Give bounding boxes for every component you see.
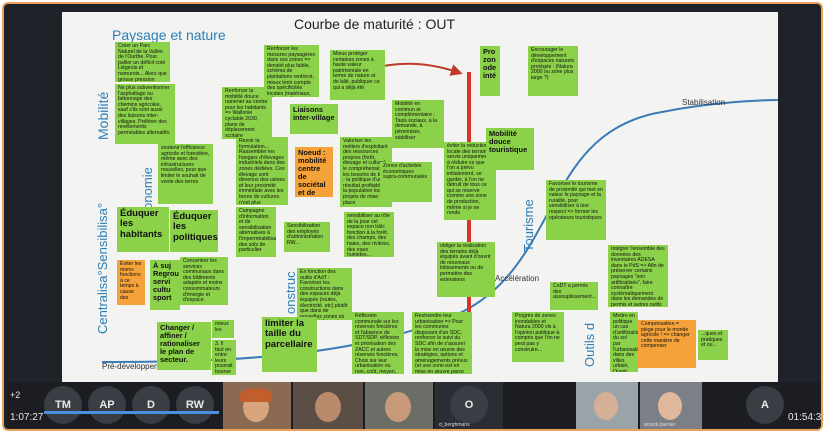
sticky-note[interactable]: Liaisons inter-village — [290, 104, 338, 134]
sticky-note[interactable]: obliger la réalisation des terrains déjà… — [437, 242, 495, 297]
label-paysage-nature: Paysage et nature — [112, 27, 226, 43]
sticky-note[interactable]: Mobilité en commun et complémentaire : T… — [392, 100, 444, 148]
sticky-note[interactable]: Réflexion communale sur les réserves fon… — [352, 312, 404, 374]
label-stabilisation: Stabilisation — [682, 98, 726, 107]
participant-avatar[interactable]: AP — [88, 386, 126, 424]
sticky-note[interactable]: ...ques et pratiques et ou... — [698, 330, 728, 360]
sticky-note[interactable]: Pro zon ode inté — [480, 46, 500, 96]
sticky-note[interactable]: Éduquer les habitants — [117, 207, 169, 252]
participants-strip: +2 1:07:27 TM AP D RW O d_berghmans anni… — [8, 382, 821, 429]
participant-avatar[interactable]: TM — [44, 386, 82, 424]
sticky-note[interactable]: Encourager le développement d'espaces na… — [528, 46, 578, 96]
label-pre-developpement: Pré-développement — [102, 362, 172, 371]
label-mobilite: Mobilité — [95, 91, 111, 140]
sticky-note[interactable]: sensibiliser au rôle de la joue cet espa… — [344, 212, 394, 257]
mouse-cursor-icon — [786, 227, 794, 235]
sticky-note[interactable]: Progrès de zones inondables et Natura 20… — [512, 312, 564, 362]
sticky-note[interactable]: soutenir l'efficience agricole et forest… — [158, 144, 213, 204]
sticky-note[interactable]: Éduquer les politiques — [170, 210, 218, 252]
sticky-note[interactable]: Ne plus subventionner l'asphaltage ou bé… — [115, 84, 175, 144]
sticky-note[interactable]: CoDT a permis des assouplissement... — [550, 282, 598, 310]
sticky-note[interactable]: Favoriser le tourisme de proximité qui m… — [546, 180, 606, 240]
left-badge: +2 — [10, 390, 21, 400]
sticky-note[interactable]: À suj Regrou servi cultu sport — [150, 260, 180, 310]
participant-video[interactable] — [223, 382, 291, 429]
time-left: 1:07:27 — [10, 412, 44, 423]
sticky-note[interactable]: Compensation = piège pour le monde agric… — [638, 320, 696, 368]
sticky-note[interactable]: Changer / affiner / rationaliser le plan… — [157, 322, 211, 370]
sticky-note[interactable]: En fonction des outils d'AdT : Favoriser… — [297, 268, 352, 320]
participant-video[interactable]: annick.burnier — [640, 382, 702, 429]
sticky-note[interactable]: Créer un Parc Naturel de la Vallée de l'… — [115, 42, 170, 82]
participant-avatar[interactable]: D — [132, 386, 170, 424]
label-outils: Outils d — [582, 322, 597, 367]
sticky-note[interactable]: Concentrer les services communaux dans d… — [180, 257, 228, 305]
app-window: Courbe de maturité : OUT Paysage et natu… — [2, 2, 823, 431]
label-tourisme: Tourisme — [521, 199, 536, 252]
shared-screen-board: Courbe de maturité : OUT Paysage et natu… — [62, 12, 778, 382]
label-acceleration: Accélération — [495, 274, 540, 283]
sticky-note[interactable]: 3. Il faut en entre leurs pourrait bours… — [212, 340, 236, 375]
label-centralisa-sensibilisa: Centralisa°Sensibilisa° — [95, 202, 110, 334]
sticky-note[interactable]: Restreindre leur urbanisation => Pour le… — [412, 312, 472, 374]
sticky-note[interactable]: éviter la réduction locale des terrains … — [444, 142, 496, 220]
sticky-note[interactable]: Mobilité douce touristique — [486, 128, 534, 170]
sticky-note[interactable]: Éviter les mono-fonctions à ce temps à c… — [117, 260, 145, 305]
participant-name: annick.burnier — [644, 422, 676, 428]
board-title: Courbe de maturité : OUT — [294, 16, 456, 32]
participant-avatar[interactable]: RW — [176, 386, 214, 424]
sticky-note[interactable]: Renforcer les mesures paysagères dans ce… — [264, 45, 319, 97]
participant-video[interactable] — [576, 382, 638, 429]
sticky-note[interactable]: Intégrer l'ensemble des données des inve… — [608, 245, 668, 307]
participant-video[interactable] — [293, 382, 363, 429]
timeline-track[interactable] — [44, 411, 219, 414]
sticky-note[interactable]: Mieux protéger certaines zones à haute v… — [330, 50, 385, 100]
sticky-note[interactable]: Mettre en politique un cas d'artificiali… — [610, 312, 638, 372]
sticky-note[interactable]: Campagne d'information et de sensibilisa… — [236, 207, 276, 257]
participant-avatar[interactable]: A — [746, 386, 784, 424]
participant-video[interactable]: O d_berghmans — [435, 382, 503, 429]
sticky-note[interactable]: Zones d'activités économiques supra-comm… — [380, 162, 432, 202]
time-right: 01:54:32 — [788, 412, 822, 423]
sticky-note[interactable]: Noeud : mobilité centre de sociétal et d… — [295, 147, 333, 197]
label-construc: onstruc — [283, 271, 298, 314]
sticky-note[interactable]: limiter la taille du parcellaire — [262, 317, 317, 372]
sticky-note[interactable]: Renforcer la mobilité douce ramener au c… — [222, 87, 272, 139]
sticky-note[interactable]: Sensibilisation des employés d'administr… — [284, 222, 330, 252]
sticky-note[interactable]: Revoir la formulation... Rassembler les … — [236, 137, 288, 205]
participant-video[interactable] — [365, 382, 433, 429]
participant-name: d_berghmans — [439, 422, 470, 428]
participant-avatar: O — [450, 386, 488, 424]
sticky-note[interactable]: mieux les — [212, 320, 234, 338]
